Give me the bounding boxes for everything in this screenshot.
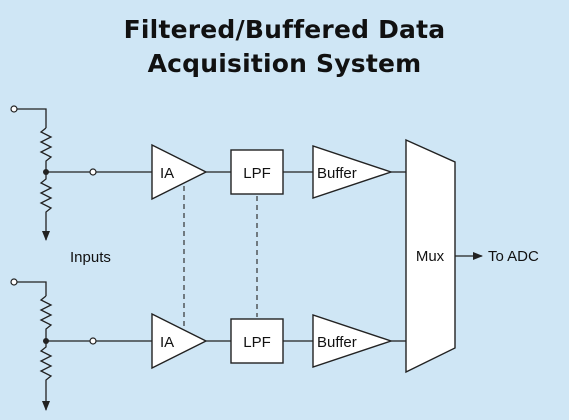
title-line-1: Filtered/Buffered Data (123, 15, 446, 44)
lpf-block-2 (230, 318, 284, 364)
input-lead-2 (17, 281, 47, 296)
resistor-lower-1 (39, 172, 53, 232)
resistor-lower-2 (39, 341, 53, 400)
buffer-amplifier-2 (312, 314, 394, 368)
input-terminal-1 (10, 105, 18, 113)
lpf-label-2: LPF (243, 334, 271, 351)
junction-1 (89, 168, 97, 176)
junction-2 (89, 337, 97, 345)
ia-amplifier-2 (151, 312, 208, 370)
resistor-upper-2 (39, 295, 53, 339)
lpf-block-1 (230, 149, 284, 195)
channel-2: IA LPF Buffer (10, 278, 406, 411)
buffer-amplifier-1 (312, 145, 394, 199)
mux-label: Mux (416, 248, 445, 265)
output-label: To ADC (488, 248, 539, 265)
input-terminal-2 (10, 278, 18, 286)
channel-1: IA LPF Buffer (10, 105, 406, 241)
resistor-upper-1 (39, 127, 53, 170)
inputs-label: Inputs (70, 249, 111, 266)
ia-label-1: IA (160, 165, 174, 182)
buffer-label-2: Buffer (317, 334, 357, 351)
ia-label-2: IA (160, 334, 174, 351)
lpf-label-1: LPF (243, 165, 271, 182)
mux-block (405, 138, 456, 374)
input-lead-1 (17, 108, 47, 128)
title-line-2: Acquisition System (147, 49, 422, 78)
buffer-label-1: Buffer (317, 165, 357, 182)
ia-amplifier-1 (151, 143, 208, 201)
